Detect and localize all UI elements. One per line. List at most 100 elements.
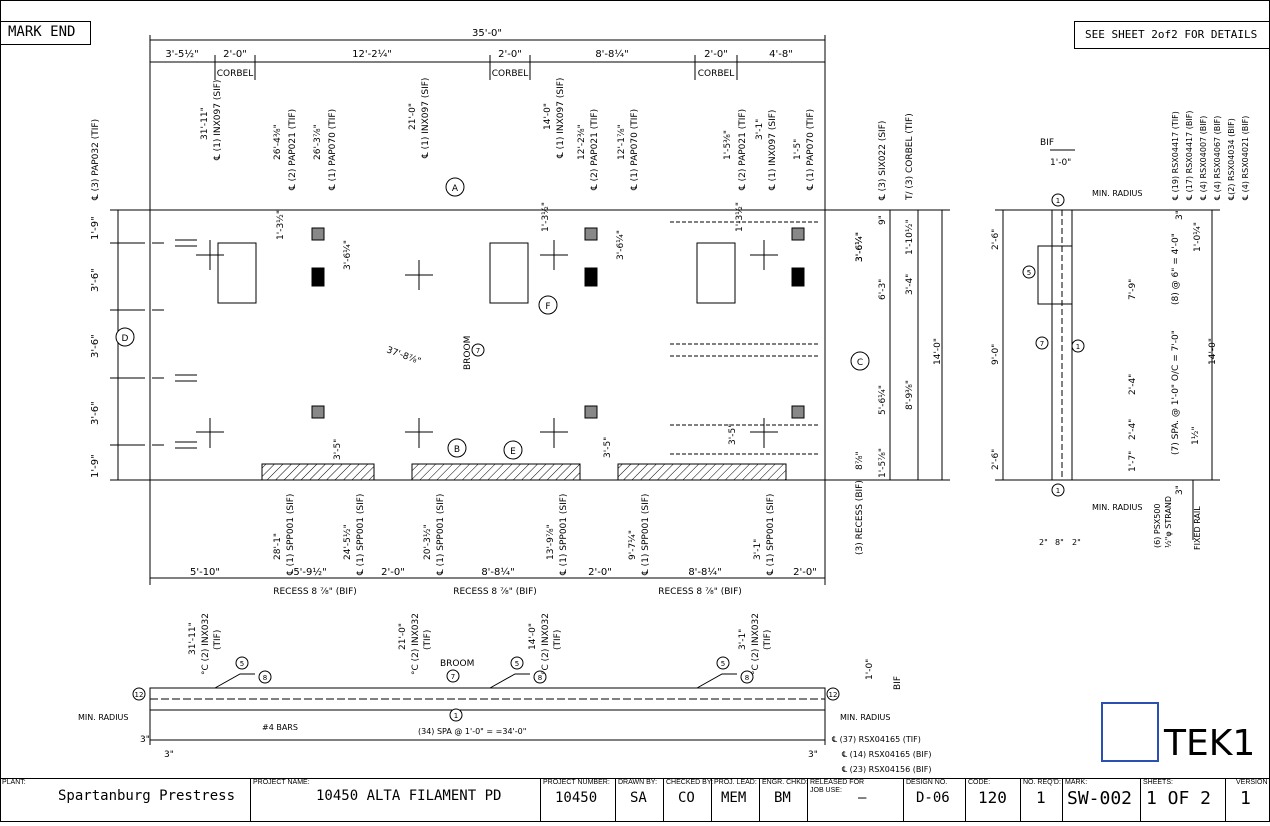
top-dim-3: 12'-2¼"	[352, 48, 392, 60]
callout-top-6: ℄ (1) PAP070 (TIF)	[328, 109, 338, 191]
inner-dim-3: 1'-3½"	[541, 202, 551, 232]
section-right-dim-5: 1'-7"	[1128, 451, 1138, 472]
plan-view	[110, 35, 950, 585]
tb-code: CODE: 120	[965, 778, 1020, 822]
section-right-dim-2: 7'-9"	[1128, 279, 1138, 300]
section-callout-1: ℄ (19) RSX04417 (TIF)	[1171, 111, 1180, 200]
tb-project-name: PROJECT NAME: 10450 ALTA FILAMENT PD	[250, 778, 540, 822]
tb-drawn-by-value: SA	[630, 790, 647, 806]
callout-top-17: 1'-5"	[793, 139, 803, 160]
section-spacing-2: (7) SPA. @ 1'-0" O/C = 7'-0"	[1171, 330, 1181, 455]
callout-top-20: ℄ (1) PAP070 (TIF)	[806, 109, 816, 191]
elev-marker-3: 7	[451, 673, 455, 681]
tb-project-name-value: 10450 ALTA FILAMENT PD	[316, 788, 502, 804]
inner-dim-1: 1'-3½"	[276, 210, 286, 240]
elev-right-callout-3: ℄ (23) RSX04156 (BIF)	[842, 765, 931, 774]
section-right-dim-8: 14'-0"	[1208, 338, 1218, 365]
right-dim-5: 8⅞"	[855, 451, 865, 470]
bottom-dim-7: 2'-0"	[793, 567, 817, 578]
recess-label-2: RECESS 8 ⅞" (BIF)	[453, 587, 537, 597]
bottom-dim-3: 2'-0"	[381, 567, 405, 578]
section-left-dim-2: 9'-0"	[991, 344, 1001, 365]
tb-drawn-by-label: DRAWN BY:	[618, 779, 658, 786]
callout-top-16: 3'-1"	[755, 119, 765, 140]
left-dim-5: 1'-9"	[90, 454, 101, 478]
section-spacing-1: (8) @ 6" = 4'-0"	[1171, 233, 1181, 305]
elev-callout-10: 3'-1"	[738, 629, 748, 650]
tb-sheets: SHEETS: 1 OF 2	[1140, 778, 1225, 822]
lifting-inserts	[196, 240, 778, 448]
tb-project-number-value: 10450	[555, 790, 598, 806]
tb-plant-label: PLANT:	[2, 779, 26, 786]
see-sheet-label: SEE SHEET 2of2 FOR DETAILS	[1085, 28, 1258, 41]
elev-broom-label: BROOM	[440, 659, 474, 669]
tb-design-no-value: D-06	[916, 790, 950, 806]
section-marker-7: 7	[1040, 340, 1044, 348]
right-dim-9: 8'-9⅜"	[905, 380, 915, 410]
right-dim-4: 1'-5⅞"	[878, 448, 888, 478]
tek1-logo: TEK1	[1163, 723, 1255, 764]
elev-bars-label: #4 BARS	[262, 723, 298, 732]
bottom-dim-2: 5'-9½"	[293, 566, 326, 578]
section-markers-2	[1022, 193, 1085, 497]
callout-top-7: 21'-0"	[408, 103, 418, 130]
corbel-label-3: CORBEL	[698, 69, 735, 79]
right-dim-8: 3'-4"	[905, 274, 915, 295]
section-bif: BIF	[1040, 138, 1054, 148]
bottom-callout-7: 13'-9⅞"	[546, 524, 556, 560]
elev-callout-9: (TIF)	[553, 630, 563, 650]
tb-checked-by: CHECKED BY: CO	[663, 778, 713, 822]
recess-label-3: RECESS 8 ⅞" (BIF)	[658, 587, 742, 597]
tb-drawn-by: DRAWN BY: SA	[615, 778, 663, 822]
elev-spacing: (34) SPA @ 1'-0" = =34'-0"	[418, 727, 526, 736]
callout-top-2: ℄ (1) INX097 (SIF)	[213, 80, 223, 161]
top-dim-4: 2'-0"	[498, 49, 522, 60]
section-one-ft: 1'-0"	[1050, 158, 1071, 168]
section-marker-5: 5	[1027, 269, 1031, 277]
tb-engr-chkd-label: ENGR. CHKD:	[762, 779, 808, 786]
tb-code-value: 120	[978, 788, 1007, 807]
mark-end-box: MARK END	[0, 21, 91, 45]
inner-dim-5: 1'-3½"	[735, 202, 745, 232]
bottom-callout-2: ℄ (1) SPP001 (SIF)	[286, 494, 296, 576]
tek1-logo-box	[1101, 702, 1159, 762]
tb-proj-lead-label: PROJ. LEAD:	[714, 779, 757, 786]
tb-project-name-label: PROJECT NAME:	[253, 779, 310, 786]
elev-dim-1: 3"	[140, 735, 150, 745]
right-dim-2: 6'-3"	[878, 279, 888, 300]
bottom-dim-4: 8'-8¼"	[481, 566, 514, 578]
elev-marker-7: 8	[745, 674, 749, 682]
tb-no-reqd-value: 1	[1036, 788, 1046, 807]
bottom-dim-6: 8'-8¼"	[688, 566, 721, 578]
tb-version-value: 1	[1240, 788, 1251, 809]
recess-label-1: RECESS 8 ⅞" (BIF)	[273, 587, 357, 597]
elev-callout-6: (TIF)	[423, 630, 433, 650]
tb-plant-value: Spartanburg Prestress	[58, 788, 236, 804]
tb-released-label: RELEASED FOR JOB USE:	[810, 779, 865, 794]
tb-mark-value: SW-002	[1067, 788, 1133, 809]
section-marker-1: 1	[1056, 197, 1060, 205]
elev-dim-3: 3"	[808, 750, 818, 760]
section-strand-2: ½"φ STRAND	[1164, 496, 1173, 548]
section-right-dim-9: 1½"	[1191, 426, 1201, 445]
bottom-callout-3: 24'-5½"	[343, 524, 353, 560]
bottom-callout-9: 9'-7¼"	[628, 530, 638, 560]
marker-a: A	[452, 184, 459, 194]
top-dim-2: 2'-0"	[223, 49, 247, 60]
elev-right-callout-1: ℄ (37) RSX04165 (TIF)	[832, 735, 921, 744]
marker-7: 7	[476, 347, 480, 355]
elev-callout-1: 31'-11"	[188, 622, 198, 655]
section-left-dim-1: 2'-6"	[991, 229, 1001, 250]
title-block-divider	[0, 778, 1270, 779]
callout-top-9: 14'-0"	[543, 103, 553, 130]
elev-callout-4: 21'-0"	[398, 623, 408, 650]
marker-c: C	[857, 358, 863, 368]
bottom-callout-10: ℄ (1) SPP001 (SIF)	[641, 494, 651, 576]
elev-right-callout-2: ℄ (14) RSX04165 (BIF)	[842, 750, 931, 759]
top-dim-6: 2'-0"	[704, 49, 728, 60]
tb-project-number: PROJECT NUMBER: 10450	[540, 778, 615, 822]
section-bottom-dim-1: 2"	[1039, 538, 1048, 547]
tb-released: RELEASED FOR JOB USE: –	[807, 778, 903, 822]
fixed-rail-label: FIXED RAIL	[1193, 506, 1202, 550]
